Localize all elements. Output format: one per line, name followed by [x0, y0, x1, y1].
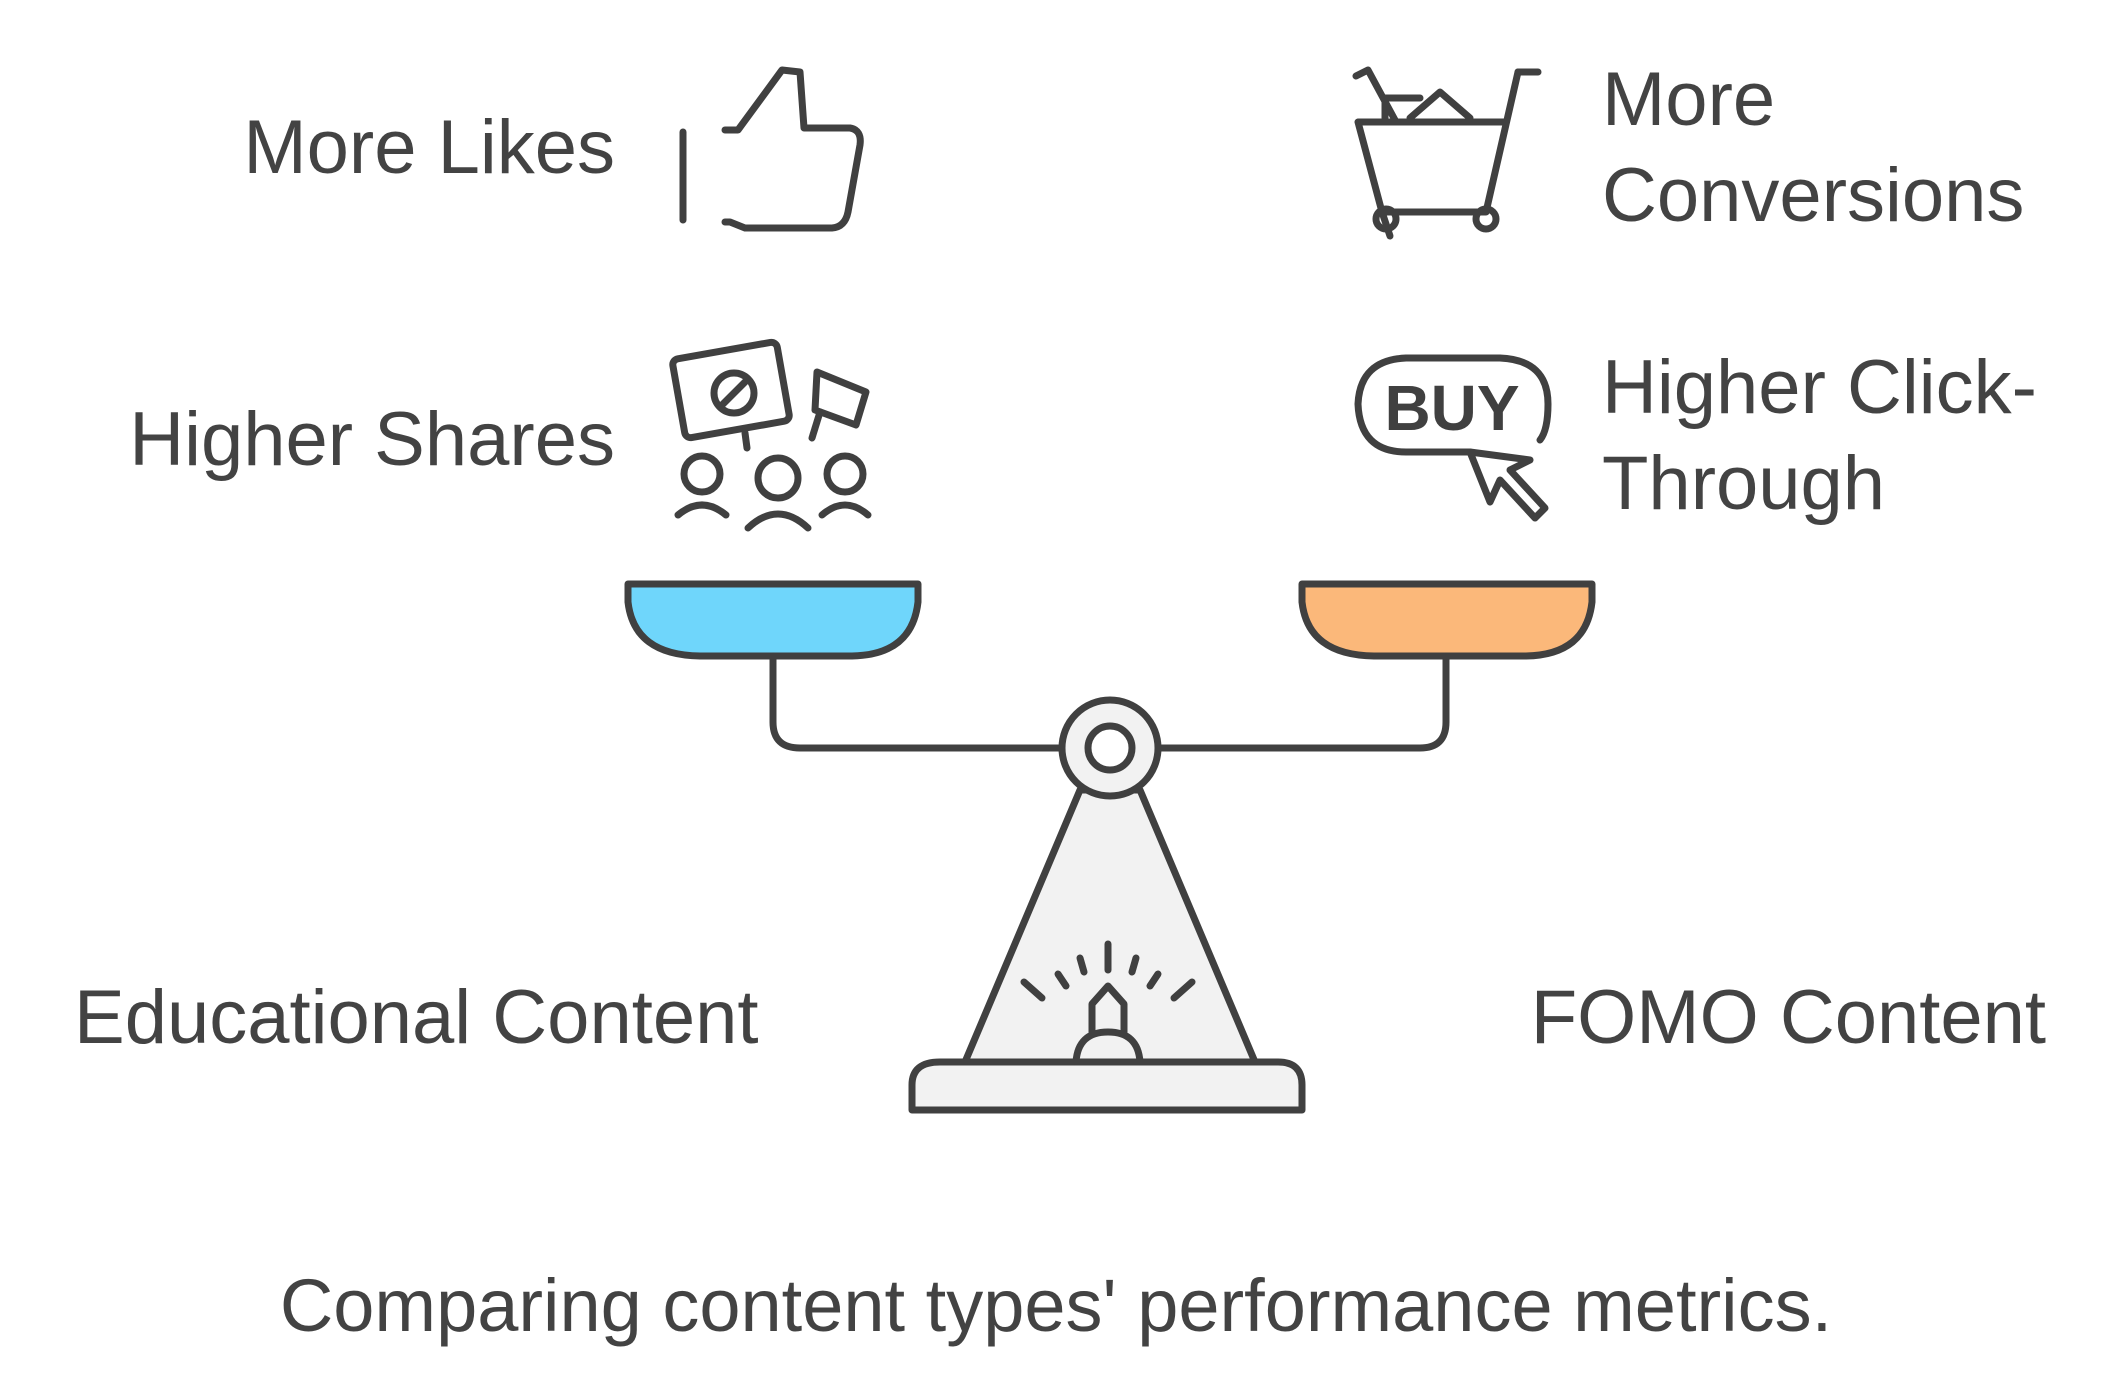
gauge-icon: [1020, 940, 1196, 1066]
left-arm: [769, 652, 1066, 752]
buy-sign-text: BUY: [1384, 372, 1519, 444]
more-conversions-line2: Conversions: [1602, 153, 2025, 238]
buy-click-icon: [1354, 354, 1552, 522]
higher-clickthrough-label: Higher Click- Through: [1602, 340, 2037, 532]
higher-clickthrough-line2: Through: [1602, 441, 1886, 526]
pivot-inner: [1084, 722, 1136, 774]
right-arm: [1156, 652, 1450, 752]
caption: Comparing content types' performance met…: [279, 1264, 1833, 1347]
shopping-cart-icon: [1352, 66, 1542, 240]
thumbs-up-icon: [679, 66, 864, 232]
left-pan: [624, 580, 922, 660]
more-likes-label: More Likes: [243, 105, 615, 190]
higher-clickthrough-line1: Higher Click-: [1602, 345, 2037, 430]
more-conversions-line1: More: [1602, 57, 1776, 142]
scale-base: [908, 1058, 1306, 1114]
higher-shares-label: Higher Shares: [129, 397, 615, 482]
educational-content-label: Educational Content: [74, 975, 759, 1060]
more-conversions-label: More Conversions: [1602, 52, 2024, 244]
fulcrum-stand: [961, 786, 1259, 1066]
protest-group-icon: [669, 338, 872, 532]
fomo-content-label: FOMO Content: [1530, 975, 2046, 1060]
right-pan: [1298, 580, 1596, 660]
